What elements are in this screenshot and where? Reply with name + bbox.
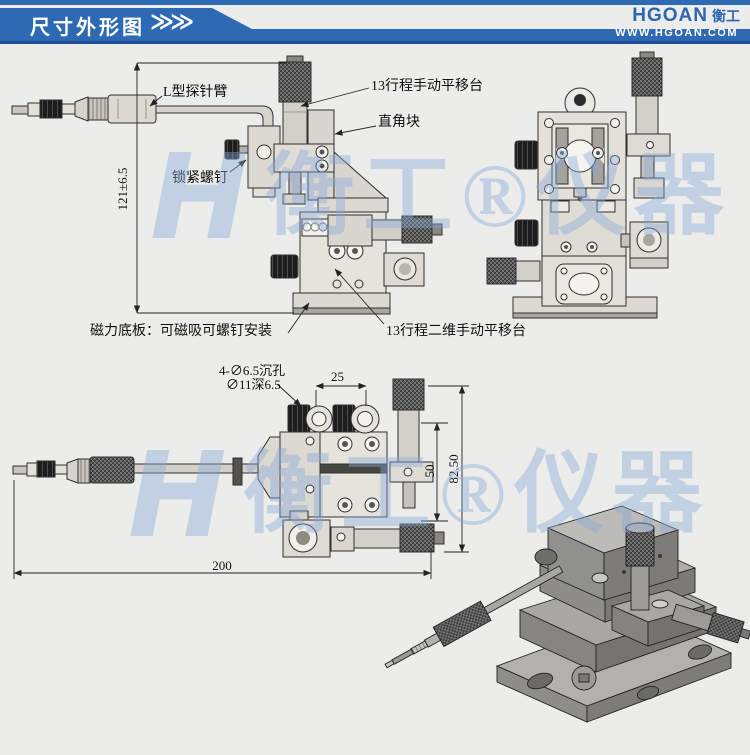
- label-probe-arm: L型探针臂: [163, 85, 228, 100]
- hgoan-logo: HGOAN 衡工: [632, 5, 740, 27]
- dimension-200: 200: [212, 558, 232, 573]
- label-angle-block: 直角块: [378, 115, 420, 130]
- top-view-dimensions: [13, 382, 469, 579]
- logo-text-cn: 衡工: [712, 10, 740, 25]
- front-view-drawing: [486, 51, 671, 319]
- header-underline: [0, 41, 750, 44]
- dimension-height-121: 121±6.5: [115, 167, 130, 211]
- side-view-dimensions: [133, 62, 385, 334]
- dimension-25: 25: [331, 369, 344, 384]
- header-top-strip: [0, 0, 750, 5]
- logo-text-en: HGOAN: [632, 5, 708, 26]
- label-stage-13: 13行程手动平移台: [371, 79, 483, 94]
- dimension-8250: 82.50: [446, 454, 461, 484]
- label-lock-screw: 锁紧螺钉: [172, 171, 228, 186]
- label-base-plate: 磁力底板：可磁吸可螺钉安装: [90, 324, 272, 339]
- chevrons-icon: ≫≫: [150, 8, 194, 34]
- logo-url: WWW.HGOAN.COM: [615, 27, 738, 39]
- callout-counterbore-line1: 4-∅6.5沉孔: [219, 363, 286, 378]
- side-view-drawing: [11, 55, 443, 315]
- top-view-drawing: [12, 378, 445, 558]
- dimension-50: 50: [422, 464, 437, 478]
- page-title: 尺寸外形图: [30, 17, 145, 39]
- isometric-view-drawing: [384, 505, 750, 723]
- label-stage-2d: 13行程二维手动平移台: [386, 324, 526, 339]
- callout-counterbore-line2: ∅11深6.5: [226, 377, 281, 392]
